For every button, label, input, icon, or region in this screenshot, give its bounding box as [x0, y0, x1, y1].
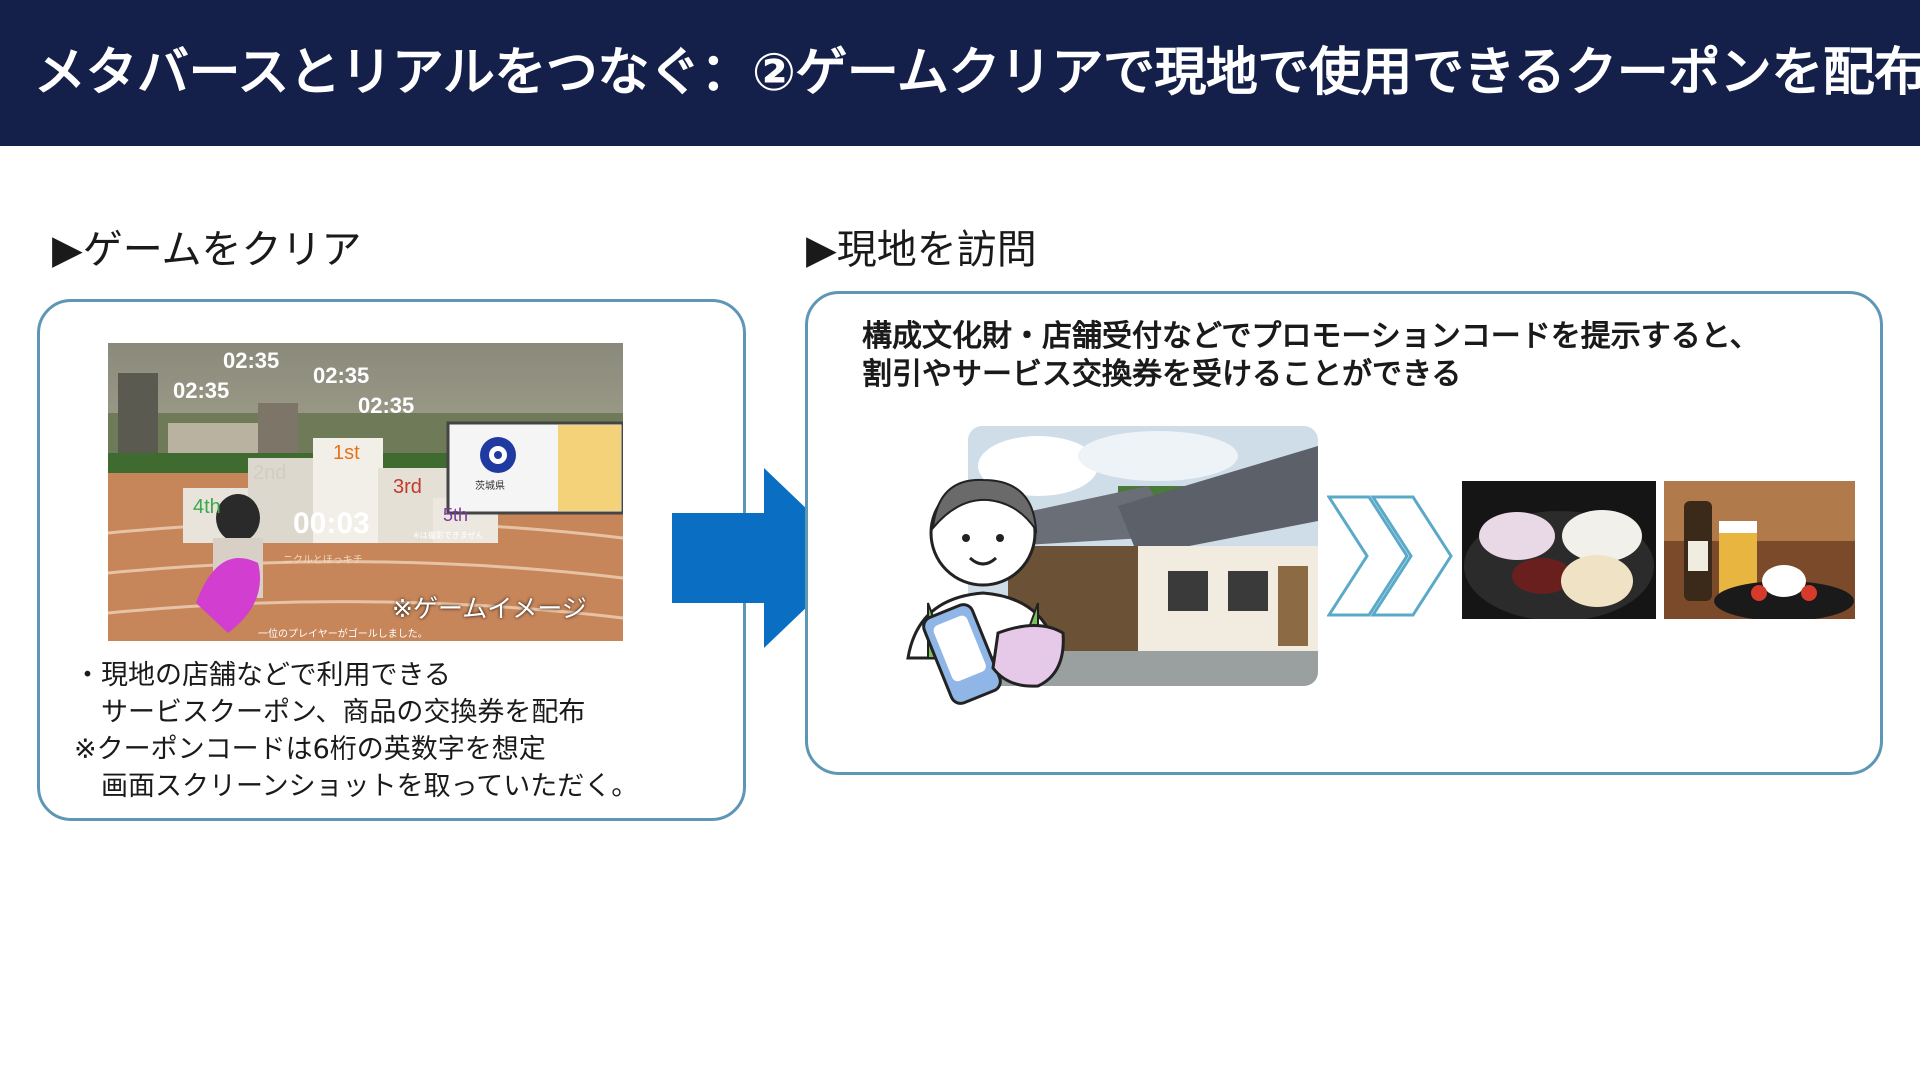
rank-5th: 5th: [443, 505, 468, 525]
person-with-phone-icon: [888, 458, 1078, 713]
countdown: 00:03: [293, 507, 370, 540]
bullet-line-3: ※クーポンコードは6桁の英数字を想定: [74, 731, 546, 768]
page-title: メタバースとリアルをつなぐ：②ゲームクリアで現地で使用できるクーポンを配布: [34, 38, 1894, 108]
rank-4th: 4th: [193, 496, 221, 518]
bullet-line-4: 画面スクリーンショットを取っていただく。: [74, 768, 638, 805]
right-lead-line-1: 構成文化財・店舗受付などでプロモーションコードを提示すると、: [862, 318, 1760, 356]
goal-message: 一位のプレイヤーがゴールしました。: [258, 627, 428, 640]
timer-3: 02:35: [313, 363, 369, 388]
billboard-label: 茨城県: [475, 479, 505, 492]
rank-2nd: 2nd: [253, 462, 286, 484]
right-lead-text: 構成文化財・店舗受付などでプロモーションコードを提示すると、 割引やサービス交換…: [862, 318, 1760, 394]
sweets-photo: [1462, 481, 1656, 619]
label-bottom: ニクルとほっキチ: [283, 554, 363, 566]
left-section-heading: ▶ゲームをクリア: [52, 224, 362, 276]
drinks-illustration: [1664, 481, 1855, 619]
right-section-heading: ▶現地を訪問: [806, 224, 1037, 276]
game-image-caption: ※ゲームイメージ: [392, 589, 587, 625]
double-chevron-right-icon: [1327, 495, 1455, 617]
timer-2: 02:35: [173, 378, 229, 403]
title-bar: メタバースとリアルをつなぐ：②ゲームクリアで現地で使用できるクーポンを配布: [0, 0, 1920, 146]
right-lead-line-2: 割引やサービス交換券を受けることができる: [862, 356, 1760, 394]
rank-3rd: 3rd: [393, 476, 422, 498]
sweets-illustration: [1462, 481, 1656, 619]
bullet-line-2: サービスクーポン、商品の交換券を配布: [74, 694, 585, 731]
bullet-line-1: ・現地の店舗などで利用できる: [74, 657, 451, 694]
timer-4: 02:35: [358, 393, 414, 418]
timer-1: 02:35: [223, 348, 279, 373]
rank-1st: 1st: [333, 442, 360, 464]
warning-message: ※は撮影できません: [413, 530, 483, 540]
drinks-photo: [1664, 481, 1855, 619]
